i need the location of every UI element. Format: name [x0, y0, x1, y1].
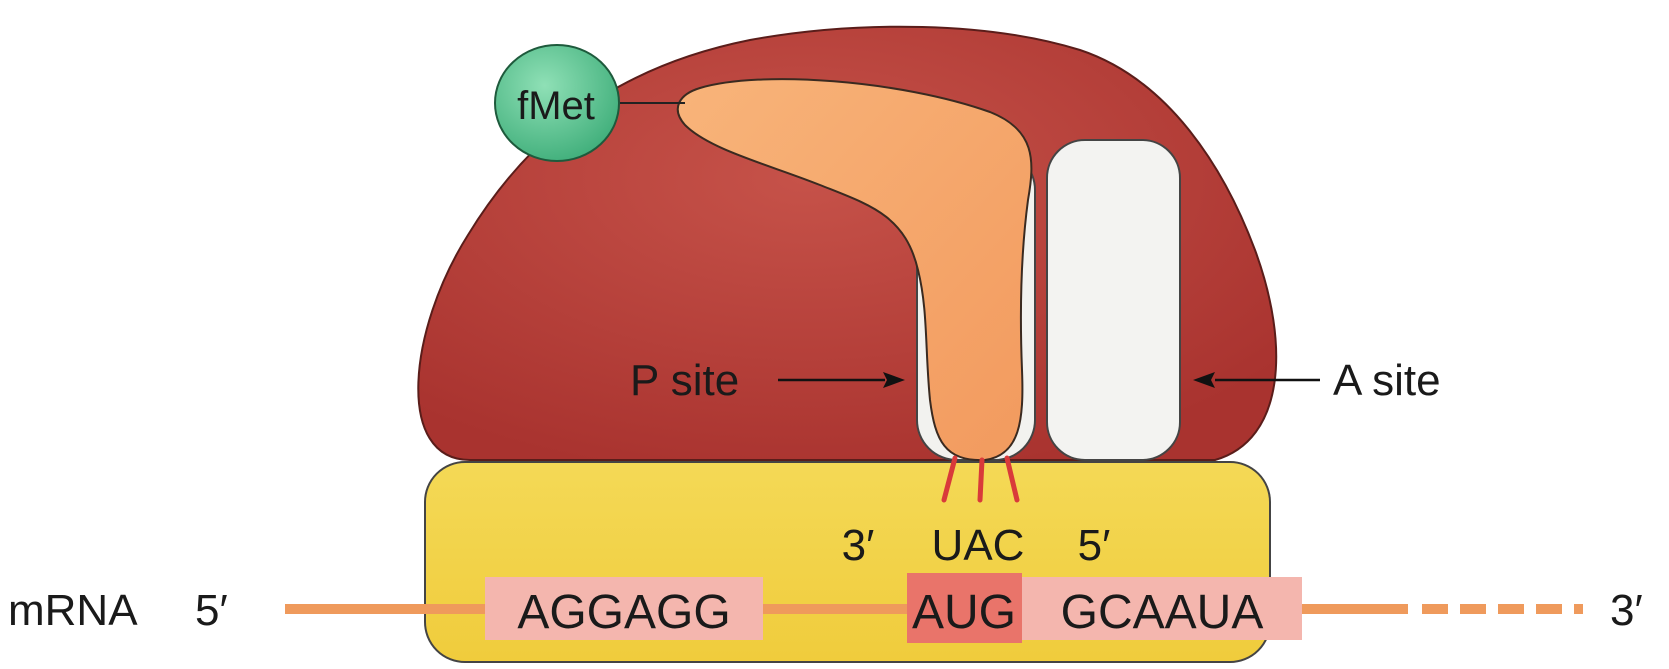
start-codon-sequence: AUG — [912, 586, 1016, 639]
anticodon-3prime-label: 3′ — [842, 521, 875, 570]
anticodon-label: UAC — [932, 521, 1025, 570]
mrna-5prime-label: 5′ — [195, 586, 228, 635]
a-site — [1047, 140, 1180, 460]
base-pair-line — [980, 460, 982, 500]
mrna-label: mRNA — [8, 586, 138, 635]
mrna-3prime-label: 3′ — [1610, 586, 1643, 635]
a-site-label: A site — [1333, 356, 1441, 405]
fmet-label: fMet — [517, 84, 595, 128]
p-site-label: P site — [630, 356, 739, 405]
shine-dalgarno-sequence: AGGAGG — [517, 586, 730, 639]
downstream-sequence: GCAAUA — [1061, 586, 1264, 639]
anticodon-5prime-label: 5′ — [1078, 521, 1111, 570]
